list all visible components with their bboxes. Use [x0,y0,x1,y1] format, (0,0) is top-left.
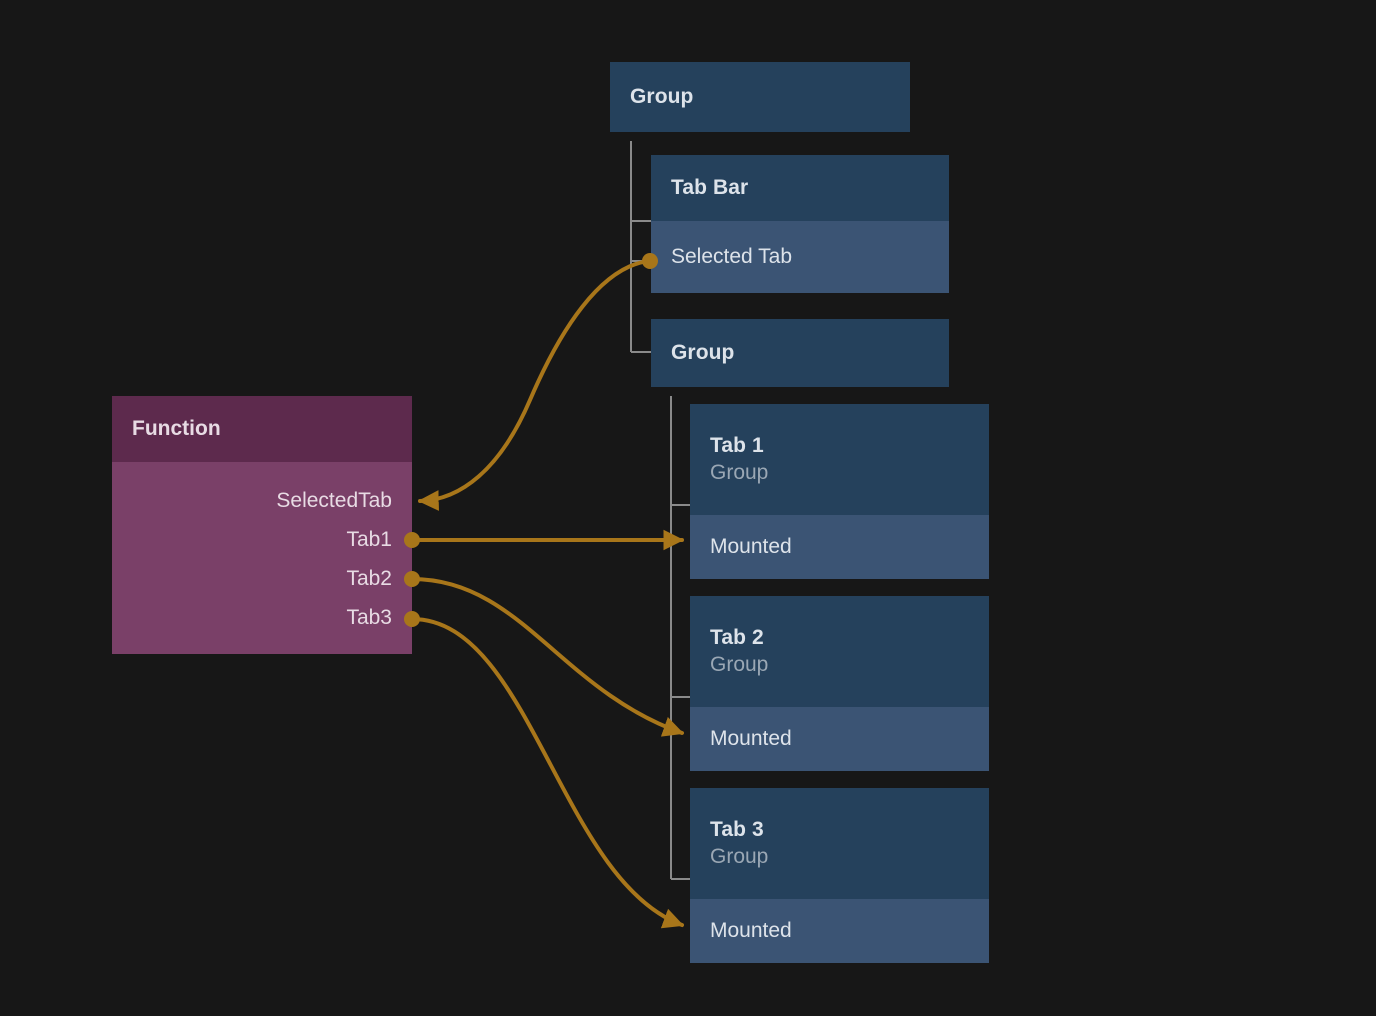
node-tab-1[interactable]: Tab 1 Group Mounted [690,404,989,579]
node-root-group-header: Group [610,62,910,132]
node-tab-container-group[interactable]: Group [651,319,949,387]
node-function[interactable]: Function SelectedTab Tab1 Tab2 Tab3 [112,396,420,654]
node-function-port-tab1[interactable]: Tab1 [112,520,412,559]
node-tab-3-title: Tab 3 [710,817,764,841]
node-tab-3-subtitle: Group [710,844,769,868]
node-tab-2[interactable]: Tab 2 Group Mounted [690,596,989,771]
node-root-group-title: Group [630,84,694,108]
node-tab-3-row-mounted-label: Mounted [710,919,792,942]
node-tab-1-title: Tab 1 [710,433,764,457]
node-tab-3[interactable]: Tab 3 Group Mounted [690,788,989,963]
node-function-header: Function [112,396,412,462]
node-tab-bar-row-selected-tab[interactable]: Selected Tab [651,221,949,293]
node-function-port-tab2-label: Tab2 [346,566,392,590]
node-tab-2-row-mounted-label: Mounted [710,727,792,750]
node-tab-2-row-mounted[interactable]: Mounted [690,707,989,771]
port-tab3-output[interactable] [404,611,420,627]
node-tab-3-row-mounted[interactable]: Mounted [690,899,989,963]
node-tab-1-header: Tab 1 Group [690,404,989,515]
port-tab2-output[interactable] [404,571,420,587]
edge-selected-tab-to-function [417,259,650,511]
node-tab-2-title: Tab 2 [710,625,764,649]
node-tab-1-row-mounted-label: Mounted [710,535,792,558]
node-tab-1-row-mounted[interactable]: Mounted [690,515,989,579]
port-selected-tab-output[interactable] [642,253,658,269]
node-tab-2-header: Tab 2 Group [690,596,989,707]
node-function-port-tab3-label: Tab3 [346,605,392,629]
node-tab-1-subtitle: Group [710,460,769,484]
node-root-group[interactable]: Group [610,62,910,132]
node-tab-bar-title: Tab Bar [671,175,749,199]
node-function-port-tab1-label: Tab1 [346,527,392,551]
node-tab-container-group-title: Group [671,340,735,364]
node-tab-bar[interactable]: Tab Bar Selected Tab [642,155,949,293]
node-tab-bar-row-selected-tab-label: Selected Tab [671,245,793,268]
node-function-port-tab2[interactable]: Tab2 [112,559,412,598]
node-tab-2-subtitle: Group [710,652,769,676]
node-tab-3-header: Tab 3 Group [690,788,989,899]
node-function-body: SelectedTab Tab1 Tab2 Tab3 [112,462,412,654]
node-function-port-selectedtab-label: SelectedTab [276,488,392,512]
node-function-port-selectedtab[interactable]: SelectedTab [112,481,412,520]
node-tab-container-group-header: Group [651,319,949,387]
port-tab1-output[interactable] [404,532,420,548]
node-function-port-tab3[interactable]: Tab3 [112,598,412,637]
edge-tab3 [410,617,684,929]
node-tab-bar-header: Tab Bar [651,155,949,221]
edge-tab2 [410,577,684,737]
node-function-title: Function [132,417,221,440]
